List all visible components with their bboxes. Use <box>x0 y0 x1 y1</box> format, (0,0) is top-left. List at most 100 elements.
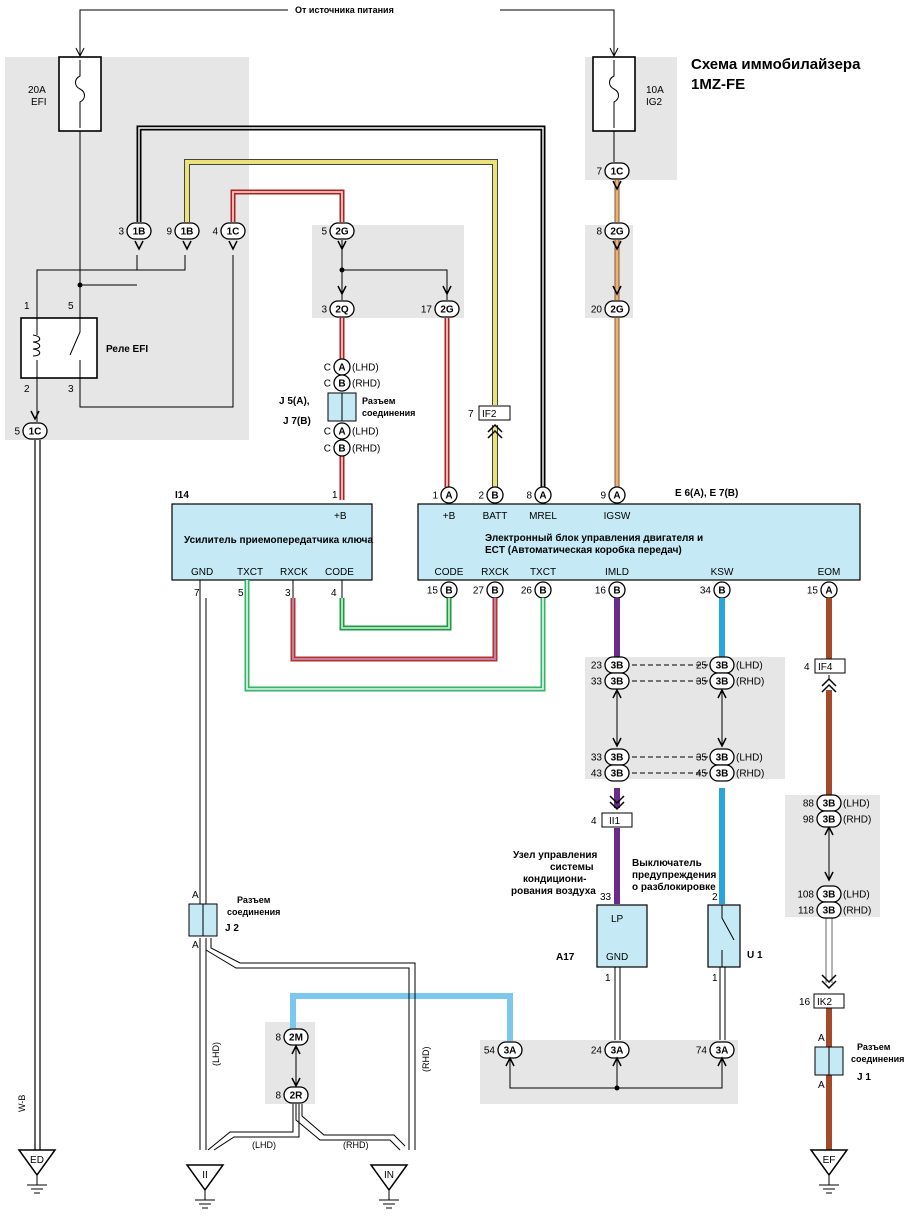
connector-pin: C <box>324 444 331 455</box>
connector-code: 1C <box>611 167 624 178</box>
wire-relay-out <box>79 255 234 408</box>
connector-pin: 23 <box>591 661 603 672</box>
connector-pin: 34 <box>700 586 712 597</box>
connector-code: 1B <box>133 227 146 238</box>
connector-pin: 8 <box>526 491 532 502</box>
wire-batt <box>184 159 498 487</box>
j1-connector <box>814 1046 844 1076</box>
connector-2g-8: 2G8 <box>596 222 630 240</box>
amp-unit-title: Усилитель приемопередатчика ключа <box>184 535 373 546</box>
j1-desc1: Разъем <box>857 1042 891 1052</box>
wire-rxck <box>290 598 498 662</box>
ac-unit-id: A17 <box>556 952 575 963</box>
ecu-bottom-pin-code: B15 <box>427 581 458 599</box>
switch-pin-top: 2 <box>712 892 718 903</box>
connector-pin: 27 <box>473 586 485 597</box>
if2-code: IF2 <box>482 409 497 420</box>
j5-bottom-bubble: AC <box>324 422 351 440</box>
ground-ef: EF <box>809 1149 849 1194</box>
connector-pin: 3 <box>321 305 327 316</box>
ac-unit-line3: кондициони- <box>523 874 586 885</box>
wire-wb <box>34 440 41 1150</box>
connector-pin: 45 <box>696 769 708 780</box>
wire-lhd-label-2: (LHD) <box>252 1140 276 1150</box>
connector-pin: 88 <box>803 799 815 810</box>
j5-tag: (RHD) <box>352 379 380 390</box>
arrow-icon <box>612 180 622 191</box>
ecu-terminals: A1+BB2BATTA8MRELA9IGSWCODEB15RXCKB27TXCT… <box>199 486 841 599</box>
connector-pin: 2 <box>478 491 484 502</box>
switch-line1: Выключатель <box>632 858 702 869</box>
connector-code: B <box>445 586 452 597</box>
if2-pin: 7 <box>468 409 474 420</box>
connector-code: 3A <box>504 1046 517 1057</box>
ac-unit-gnd: GND <box>606 952 628 963</box>
switch-pin-bottom: 1 <box>712 973 718 984</box>
connector-1b-3: 1B3 <box>118 222 152 240</box>
connector-code: 1B <box>181 227 194 238</box>
connector-3b-tag: (LHD) <box>843 799 870 810</box>
ac-unit-pin-top: 33 <box>600 892 612 903</box>
connector-code: 3A <box>611 1046 624 1057</box>
j1-desc2: соединения <box>851 1054 904 1064</box>
ecu-title1: Электронный блок управления двигателя и <box>485 532 703 544</box>
connector-code: 2G <box>335 227 349 238</box>
arrow-icon <box>337 285 347 296</box>
connector-code: 3B <box>716 677 729 688</box>
ik2-pin: 16 <box>799 997 811 1008</box>
ecu-top-pin-+b: A1 <box>432 486 458 504</box>
ii1-pin: 4 <box>591 816 597 827</box>
connector-code: 3A <box>716 1046 729 1057</box>
fuse-efi-name: EFI <box>31 97 47 108</box>
j2-connector <box>188 903 218 937</box>
if4-pin: 4 <box>804 662 810 673</box>
connector-code: 3B <box>611 661 624 672</box>
connector-pin: C <box>324 427 331 438</box>
connector-pin: 8 <box>275 1091 281 1102</box>
connector-code: A <box>825 586 832 597</box>
arrow-icon <box>612 240 622 251</box>
unlock-switch-box <box>707 904 741 968</box>
j1-pin-bottom: A <box>818 1080 825 1091</box>
connector-code: 3B <box>823 890 836 901</box>
wire-rhd-label-2: (RHD) <box>343 1140 369 1150</box>
ecu-top-term: +B <box>443 511 456 522</box>
fuse-efi <box>58 56 102 132</box>
amp-term-rxck: RXCK <box>280 567 308 578</box>
ecu-top-term: MREL <box>529 511 557 522</box>
relay-pin-5: 5 <box>68 301 74 312</box>
connector-code: 3B <box>611 753 624 764</box>
connector-pin: 108 <box>797 890 814 901</box>
ecu-bottom-term: RXCK <box>481 567 509 578</box>
j5-desc1: Разъем <box>362 396 396 406</box>
connector-pin: 26 <box>521 586 533 597</box>
connector-pin: 43 <box>591 769 603 780</box>
connector-3b-tag: (LHD) <box>736 753 763 764</box>
arrow-icon <box>182 240 192 251</box>
ac-unit-line4: рования воздуха <box>511 886 596 897</box>
ecu-bottom-term: EOM <box>818 567 841 578</box>
ecu-bottom-pin-ksw: B34 <box>700 581 731 599</box>
amp-unit-box <box>171 503 373 581</box>
ecu-bottom-pin-rxck: B 27 <box>473 581 504 599</box>
connector-3b-tag: (RHD) <box>736 769 764 780</box>
connector-code: B <box>613 586 620 597</box>
connector-1b-9: 1B9 <box>166 222 200 240</box>
arrow-icon <box>75 47 85 58</box>
ecu-bottom-pin-txct: B26 <box>521 581 552 599</box>
ground-label: ED <box>30 1155 44 1166</box>
wire-lhd-label-1: (LHD) <box>211 1042 221 1066</box>
j5-bottom-bubble: BC <box>324 439 351 457</box>
power-source-label: От источника питания <box>295 5 394 15</box>
ik2-connector <box>813 974 845 1009</box>
connector-code: 3B <box>716 769 729 780</box>
connector-code: B <box>491 586 498 597</box>
switch-id: U 1 <box>747 950 763 961</box>
fuse-ig2-name: IG2 <box>646 97 663 108</box>
j5-label2: J 7(B) <box>283 416 311 427</box>
amp-term-gnd: GND <box>191 567 213 578</box>
ecu-top-term: IGSW <box>604 511 631 522</box>
connector-code: B <box>338 444 345 455</box>
